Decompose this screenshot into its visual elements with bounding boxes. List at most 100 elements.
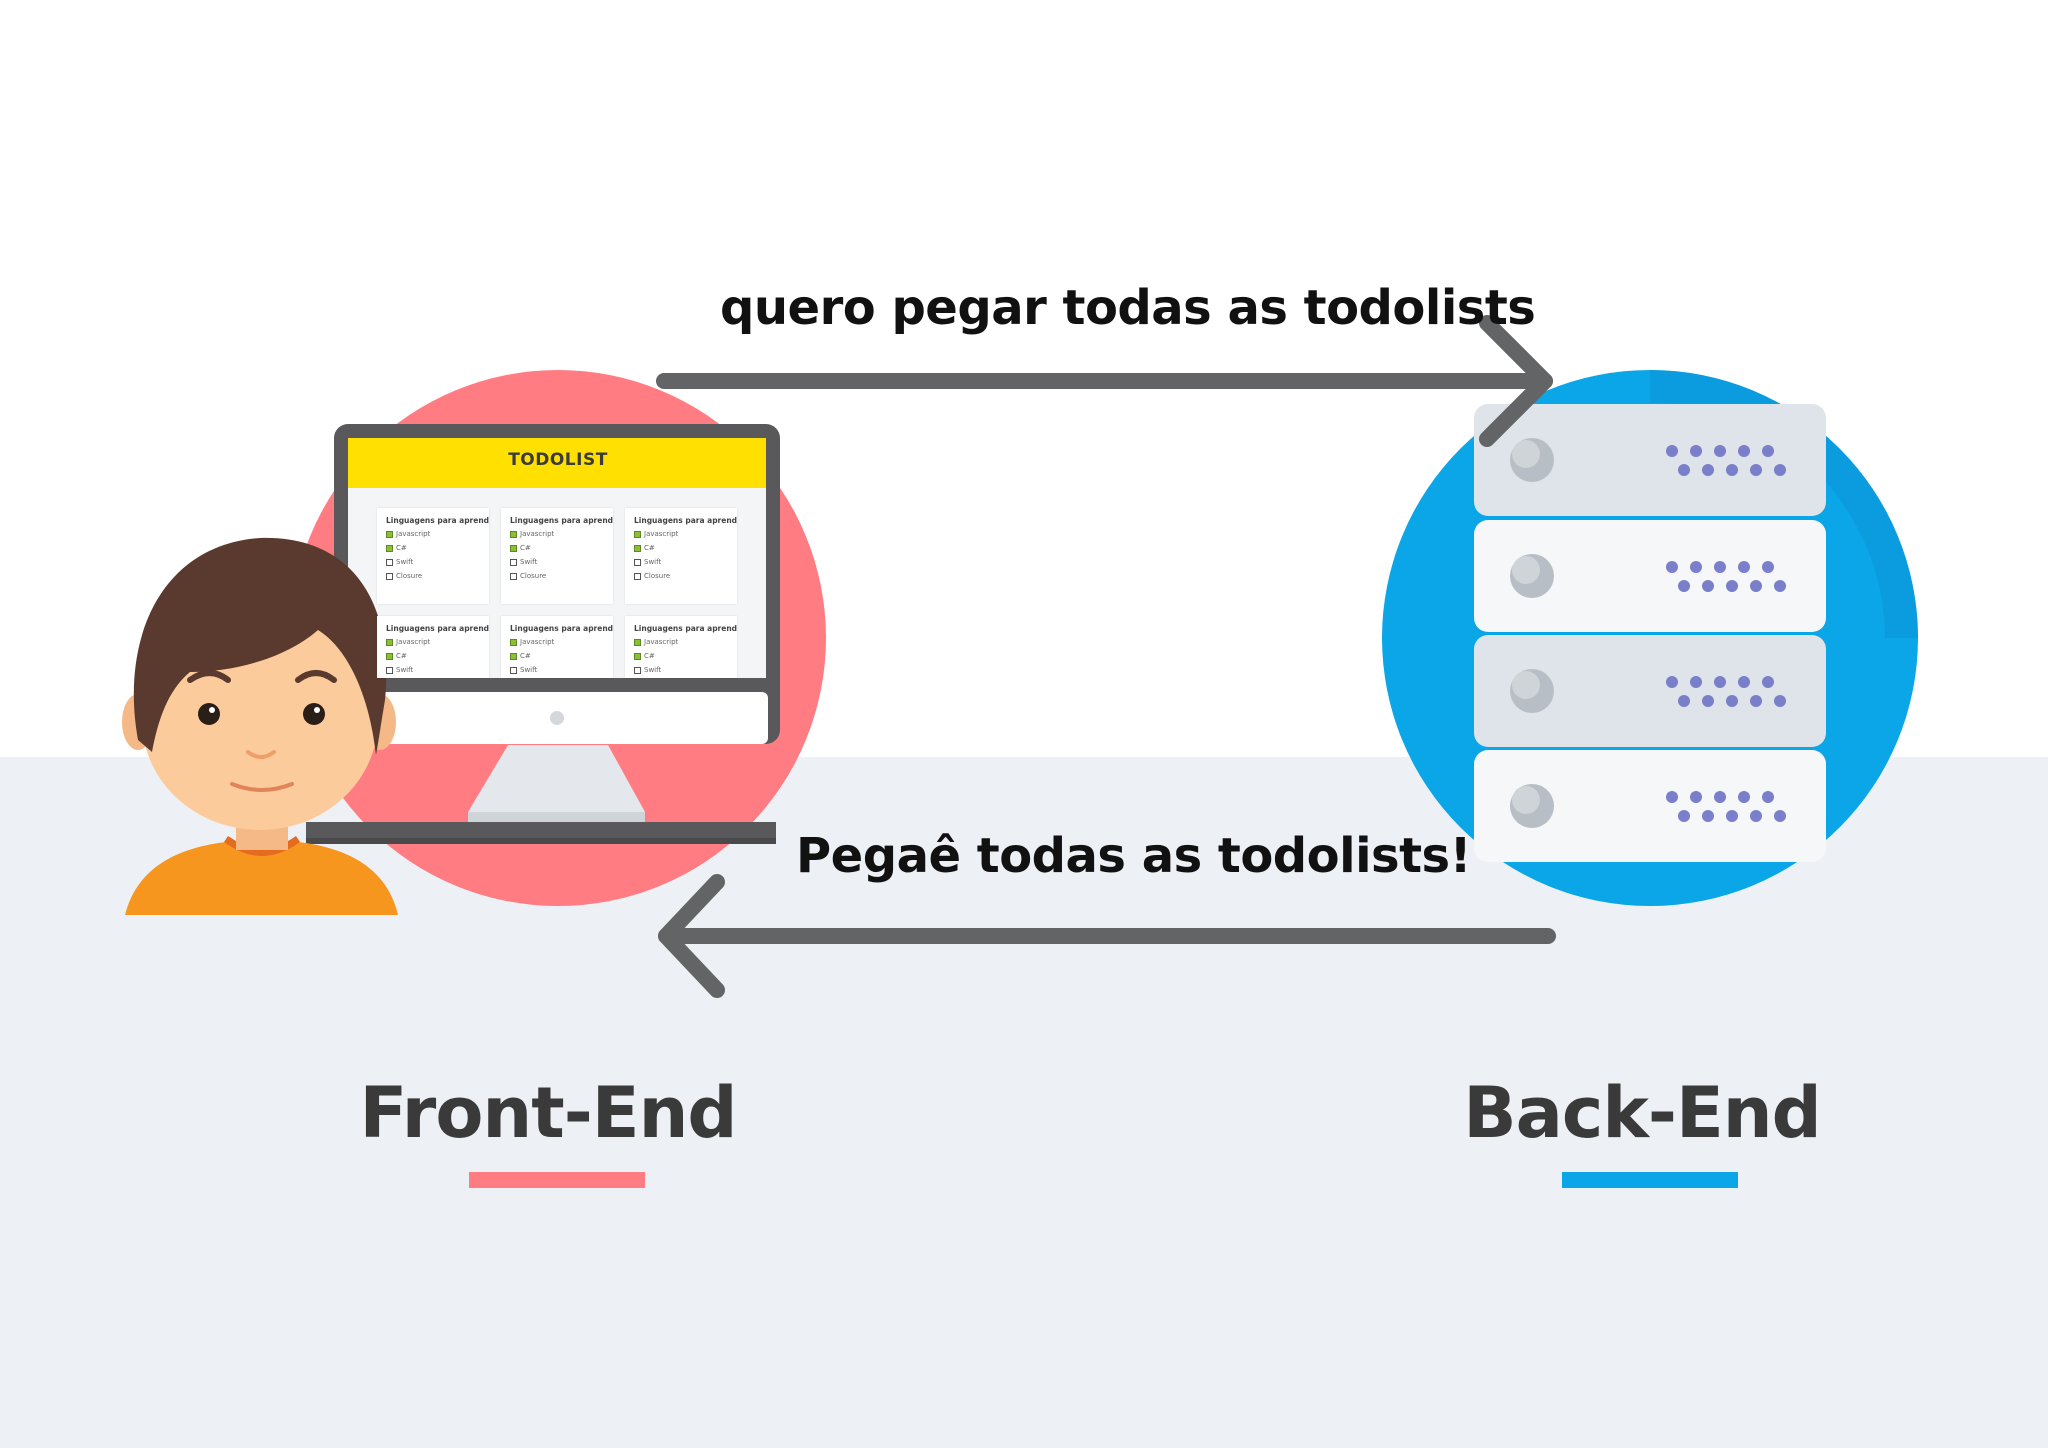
request-message: quero pegar todas as todolists (720, 280, 1536, 336)
todo-item: Javascript (377, 527, 489, 541)
server-vent-dot (1690, 791, 1702, 803)
todo-item: Javascript (501, 635, 613, 649)
todo-card-title: Linguagens para aprender (634, 624, 737, 633)
server-rack-icon (1474, 404, 1826, 862)
todo-item: Swift (625, 663, 737, 677)
checked-box-icon (386, 638, 393, 646)
unchecked-box-icon (510, 558, 517, 566)
todo-item-label: Javascript (396, 638, 431, 646)
server-unit (1474, 750, 1826, 862)
unchecked-box-icon (634, 558, 641, 566)
todo-item: Javascript (625, 635, 737, 649)
server-light-shine (1512, 440, 1540, 468)
server-vent-dot (1678, 810, 1690, 822)
server-vent-dot (1678, 695, 1690, 707)
request-arrow (656, 315, 1553, 447)
todo-item-label: C# (644, 652, 655, 660)
server-vent-dot (1702, 464, 1714, 476)
server-vent-dot (1702, 810, 1714, 822)
back-end-underline (1562, 1172, 1738, 1188)
server-vent-dot (1750, 695, 1762, 707)
checked-box-icon (634, 544, 641, 552)
server-vent-dot (1690, 561, 1702, 573)
server-vent-dot (1714, 676, 1726, 688)
todo-item: Swift (501, 555, 613, 569)
unchecked-box-icon (386, 558, 393, 566)
todo-item-label: Javascript (644, 530, 679, 538)
todolist-app-title: TODOLIST (508, 450, 608, 470)
checked-box-icon (386, 544, 393, 552)
server-vent-dot (1726, 810, 1738, 822)
todo-item: C# (501, 649, 613, 663)
checked-box-icon (386, 652, 393, 660)
todo-item-label: Closure (396, 572, 423, 580)
todo-item-label: Javascript (644, 638, 679, 646)
todo-item-label: Swift (644, 558, 662, 566)
front-end-underline (469, 1172, 645, 1188)
response-arrow (658, 874, 1556, 998)
todo-item: Swift (377, 555, 489, 569)
todo-item: C# (625, 649, 737, 663)
todo-item-label: C# (644, 544, 655, 552)
todo-item: Closure (501, 569, 613, 583)
unchecked-box-icon (634, 572, 641, 580)
todo-card-title: Linguagens para aprender (634, 516, 737, 525)
server-vent-dot (1702, 580, 1714, 592)
server-vent-dot (1762, 561, 1774, 573)
unchecked-box-icon (510, 666, 517, 674)
checked-box-icon (510, 530, 517, 538)
todo-item: Closure (625, 569, 737, 583)
todo-item-label: Javascript (520, 530, 555, 538)
checked-box-icon (634, 652, 641, 660)
server-vent-dot (1750, 580, 1762, 592)
server-vent-dot (1774, 695, 1786, 707)
todo-item-label: Swift (520, 666, 538, 674)
server-vent-dot (1738, 791, 1750, 803)
todo-item: C# (625, 541, 737, 555)
todo-item: Javascript (625, 527, 737, 541)
server-vent-dot (1666, 445, 1678, 457)
server-vent-dot (1726, 464, 1738, 476)
server-vent-dot (1666, 676, 1678, 688)
todo-item-label: C# (520, 652, 531, 660)
server-vent-dot (1750, 810, 1762, 822)
server-vent-dot (1762, 676, 1774, 688)
server-vent-dot (1738, 445, 1750, 457)
server-unit (1474, 635, 1826, 747)
person-avatar-icon (122, 537, 398, 915)
server-vent-dot (1726, 580, 1738, 592)
todo-card-title: Linguagens para aprender (510, 516, 613, 525)
todo-item: C# (501, 541, 613, 555)
todo-item: Swift (377, 663, 489, 677)
unchecked-box-icon (386, 572, 393, 580)
unchecked-box-icon (510, 572, 517, 580)
todo-item-label: Javascript (396, 530, 431, 538)
checked-box-icon (634, 530, 641, 538)
todo-item-label: Swift (520, 558, 538, 566)
server-vent-dot (1666, 791, 1678, 803)
todo-item: C# (377, 541, 489, 555)
server-vent-dot (1738, 561, 1750, 573)
server-light-shine (1512, 786, 1540, 814)
server-vent-dot (1690, 676, 1702, 688)
server-vent-dot (1678, 580, 1690, 592)
server-vent-dot (1774, 464, 1786, 476)
server-vent-dot (1762, 445, 1774, 457)
server-vent-dot (1714, 561, 1726, 573)
checked-box-icon (510, 544, 517, 552)
server-vent-dot (1678, 464, 1690, 476)
server-vent-dot (1714, 445, 1726, 457)
server-vent-dot (1690, 445, 1702, 457)
unchecked-box-icon (386, 666, 393, 674)
todo-item-label: Swift (644, 666, 662, 674)
checked-box-icon (634, 638, 641, 646)
todo-item: Closure (377, 569, 489, 583)
todo-item-label: C# (396, 544, 407, 552)
